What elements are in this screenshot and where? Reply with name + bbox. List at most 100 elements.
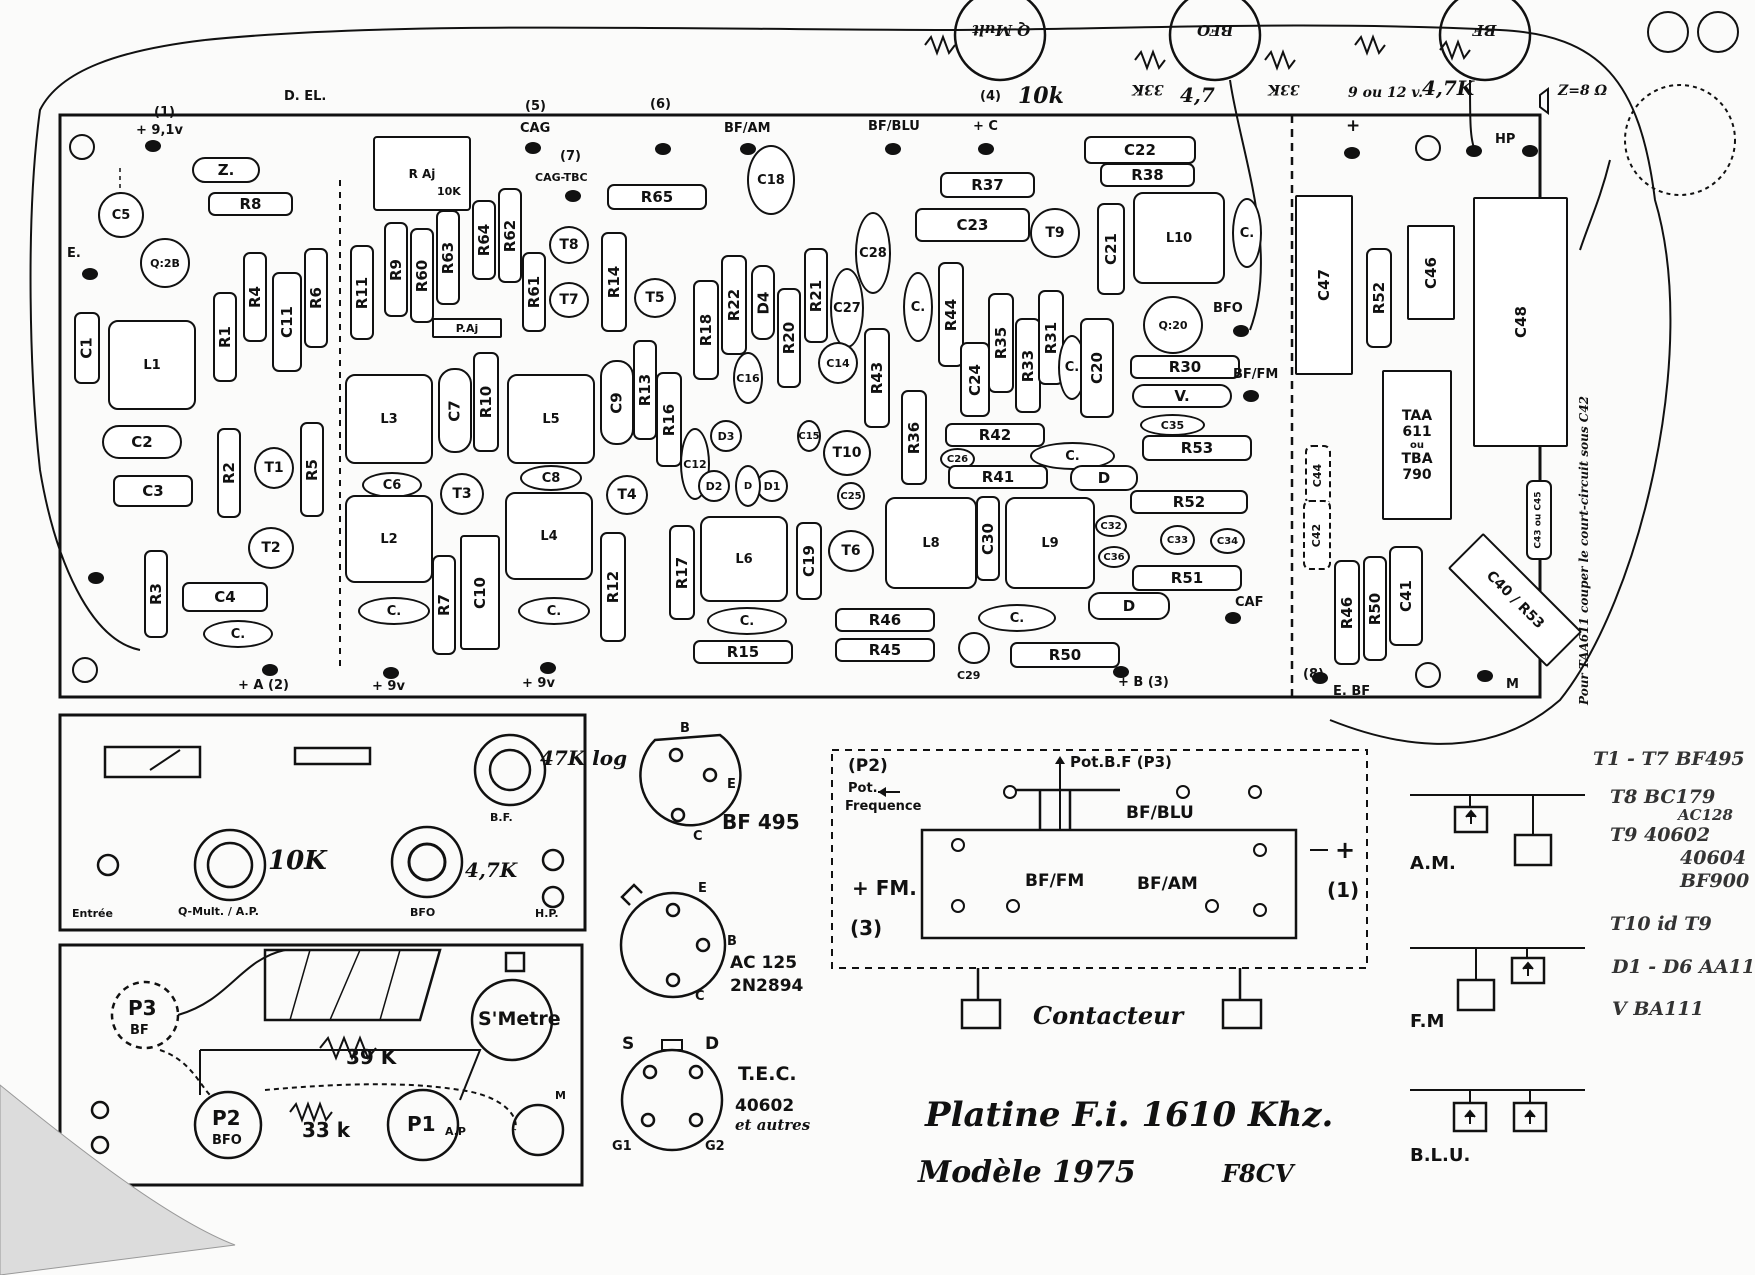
capacitor-c21: C21 xyxy=(1097,203,1125,295)
coil-l9: L9 xyxy=(1005,497,1095,589)
note-t9b: 40604 xyxy=(1680,847,1747,869)
capacitor-c27: C27 xyxy=(830,268,864,348)
capacitor-c-small-9: C. xyxy=(1232,198,1262,268)
pad-plus-9v-2 xyxy=(540,662,556,674)
title-author: F8CV xyxy=(1222,1159,1294,1188)
label-e: E. xyxy=(67,246,81,261)
pin-tec-name1: T.E.C. xyxy=(738,1063,797,1085)
pad-bfo xyxy=(1233,325,1249,337)
diode-d1: D1 xyxy=(756,470,788,502)
label-t1-voltage: + 9,1v xyxy=(136,123,183,138)
label-plus-9v-1: + 9v xyxy=(372,679,405,694)
note-t10: T10 id T9 xyxy=(1610,913,1712,935)
pin-tec-d: D xyxy=(705,1034,720,1054)
transistor-t9: T9 xyxy=(1030,208,1080,258)
transistor-t10: T10 xyxy=(823,430,871,476)
coil-l10: L10 xyxy=(1133,192,1225,284)
resistor-r13: R13 xyxy=(633,340,657,440)
label-t5: (5) xyxy=(525,99,546,114)
cont-bf-blu: BF/BLU xyxy=(1126,803,1194,823)
pad-plus-c xyxy=(978,143,994,155)
pin-ac125-e: E xyxy=(698,881,707,896)
capacitor-c-small-3: C. xyxy=(518,597,590,625)
transistor-trimmer: Q:20 xyxy=(1143,296,1203,354)
diode-v: V. xyxy=(1132,384,1232,408)
title-line1: Platine F.i. 1610 Khz. xyxy=(925,1095,1334,1135)
resistor-r18: R18 xyxy=(693,280,719,380)
ic-taa611: TAA 611 ou TBA 790 xyxy=(1382,370,1452,520)
capacitor-c15: C15 xyxy=(797,420,821,452)
label-bf-am: BF/AM xyxy=(724,121,771,136)
capacitor-c30: C30 xyxy=(976,496,1000,581)
top-33k-a: 33K xyxy=(1132,81,1164,97)
label-bfo-pad: BFO xyxy=(1213,301,1243,316)
capacitor-c16: C16 xyxy=(733,352,763,404)
diode-d4: D4 xyxy=(751,265,775,340)
transistor-t5: T5 xyxy=(634,278,676,318)
cont-p2: (P2) xyxy=(848,756,888,776)
resistor-r6: R6 xyxy=(304,248,328,348)
top-label-4: (4) xyxy=(980,89,1001,104)
resistor-r51: R50 xyxy=(1363,556,1387,661)
capacitor-c18: C18 xyxy=(747,145,795,215)
resistor-r45: R52 xyxy=(1130,490,1248,514)
capacitor-c-small-5: C. xyxy=(903,272,933,342)
wiring-p3-sub: BF xyxy=(130,1023,149,1038)
capacitor-c7: C7 xyxy=(438,368,472,453)
capacitor-c4: C4 xyxy=(182,582,268,612)
resistor-r14: R14 xyxy=(601,232,627,332)
cont-t1: (1) xyxy=(1327,878,1360,902)
p-aj-label: P.Aj xyxy=(432,318,502,338)
pin-ac125-name2: 2N2894 xyxy=(730,976,804,996)
resistor-r38: R42 xyxy=(945,423,1045,447)
wiring-p2: P2 xyxy=(212,1106,241,1130)
resistor-r1: R1 xyxy=(213,292,237,382)
resistor-r34: R37 xyxy=(940,172,1035,198)
cont-pot-bf: Pot.B.F (P3) xyxy=(1070,753,1172,771)
top-9-12v: 9 ou 12 v. xyxy=(1348,85,1423,101)
resistor-r35: R35 xyxy=(988,293,1014,393)
diode-d-a: D xyxy=(1070,465,1138,491)
front-10k: 10K xyxy=(268,846,327,876)
note-t8: T8 BC179 xyxy=(1610,786,1716,808)
pad-t6 xyxy=(655,143,671,155)
wiring-33k: 33 k xyxy=(302,1118,351,1142)
wiring-ap: A.P xyxy=(445,1125,466,1138)
pad-hp-1 xyxy=(1466,145,1482,157)
contacteur-label: Contacteur xyxy=(1033,1001,1184,1030)
resistor-r65: R65 xyxy=(607,184,707,210)
capacitor-c-small-4: C. xyxy=(707,607,787,635)
resistor-r17: R17 xyxy=(669,525,695,620)
resistor-r20: R20 xyxy=(777,288,801,388)
pin-bf495-name: BF 495 xyxy=(722,810,800,834)
resistor-r43: R50 xyxy=(1010,642,1120,668)
top-33k-b: 33K xyxy=(1268,81,1300,97)
resistor-r12: R12 xyxy=(600,532,626,642)
capacitor-c-small-2: C. xyxy=(358,597,430,625)
pin-bf495-c: C xyxy=(693,829,703,844)
pad-plus-9v-1 xyxy=(383,667,399,679)
capacitor-c33: C33 xyxy=(1160,525,1195,555)
label-plus-c: + C xyxy=(973,119,998,134)
pin-bf495-e: E xyxy=(727,777,736,792)
capacitor-c34: C34 xyxy=(1210,528,1245,554)
top-bf: BF xyxy=(1473,21,1497,39)
note-diodes: D1 - D6 AA119 xyxy=(1612,956,1755,978)
pad-bf-fm xyxy=(1243,390,1259,402)
pad-t1 xyxy=(145,140,161,152)
transistor-t7: T7 xyxy=(549,282,589,318)
top-10k: 10k xyxy=(1018,83,1064,109)
pin-tec-name2: 40602 xyxy=(735,1096,795,1116)
capacitor-c2: C2 xyxy=(102,425,182,459)
resistor-r5: R5 xyxy=(300,422,324,517)
coil-l3: L3 xyxy=(345,374,433,464)
front-47k-log: 47K log xyxy=(540,746,628,770)
pad-bf-am xyxy=(740,143,756,155)
capacitor-c29-label: C29 xyxy=(957,669,981,682)
resistor-r46: R53 xyxy=(1142,435,1252,461)
resistor-r15: R15 xyxy=(693,640,793,664)
label-e-bf: E. BF xyxy=(1333,684,1371,699)
capacitor-c41: C41 xyxy=(1389,546,1423,646)
resistor-r64: R64 xyxy=(472,200,496,280)
